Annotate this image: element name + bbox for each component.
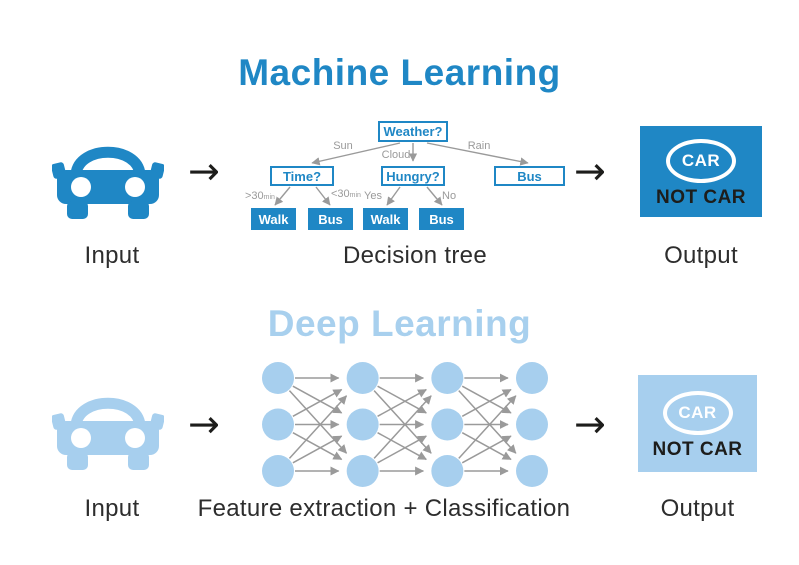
car-badge-label: CAR <box>678 403 717 422</box>
tree-node-time: Time? <box>270 166 334 186</box>
ml-process-label: Decision tree <box>343 242 487 269</box>
dl-output-label: Output <box>660 495 735 522</box>
tree-node-weather: Weather? <box>378 121 448 142</box>
tree-node-bus: Bus <box>494 166 565 186</box>
tree-leaf-bus: Bus <box>308 208 353 230</box>
edge-label-lt30min: <30min <box>331 188 361 200</box>
dl-process-label: Feature extraction + Classification <box>197 495 571 522</box>
not-car-label: NOT CAR <box>655 187 747 208</box>
dl-input-label: Input <box>84 495 140 522</box>
edge-label-yes: Yes <box>364 190 382 202</box>
dl-title: Deep Learning <box>267 303 532 344</box>
ml-input-label: Input <box>84 242 140 269</box>
car-icon <box>51 132 165 222</box>
decision-tree-connectors <box>274 142 529 206</box>
right-arrow-icon: → <box>188 149 220 193</box>
tree-leaf-walk: Walk <box>363 208 408 230</box>
edge-label-sun: Sun <box>333 140 353 152</box>
edge-label-cloud: Cloud <box>381 149 411 161</box>
right-arrow-icon: → <box>574 149 606 193</box>
ml-title: Machine Learning <box>238 52 561 93</box>
car-badge-label: CAR <box>681 151 721 170</box>
car-badge: CAR <box>662 391 733 435</box>
ml-output-box: CAR NOT CAR <box>640 126 762 217</box>
edge-label-no: No <box>442 190 457 202</box>
edge-label-rain: Rain <box>467 140 491 152</box>
right-arrow-icon: → <box>574 402 606 446</box>
ml-output-label: Output <box>664 242 738 269</box>
neural-network <box>262 362 548 487</box>
edge-label-gt30min: >30min <box>245 190 275 202</box>
not-car-label: NOT CAR <box>652 439 743 460</box>
tree-leaf-walk: Walk <box>251 208 296 230</box>
dl-output-box: CAR NOT CAR <box>638 375 757 472</box>
car-badge: CAR <box>666 139 736 183</box>
tree-leaf-bus: Bus <box>419 208 464 230</box>
car-icon <box>51 383 165 473</box>
right-arrow-icon: → <box>188 402 220 446</box>
tree-node-hungry: Hungry? <box>381 166 445 186</box>
